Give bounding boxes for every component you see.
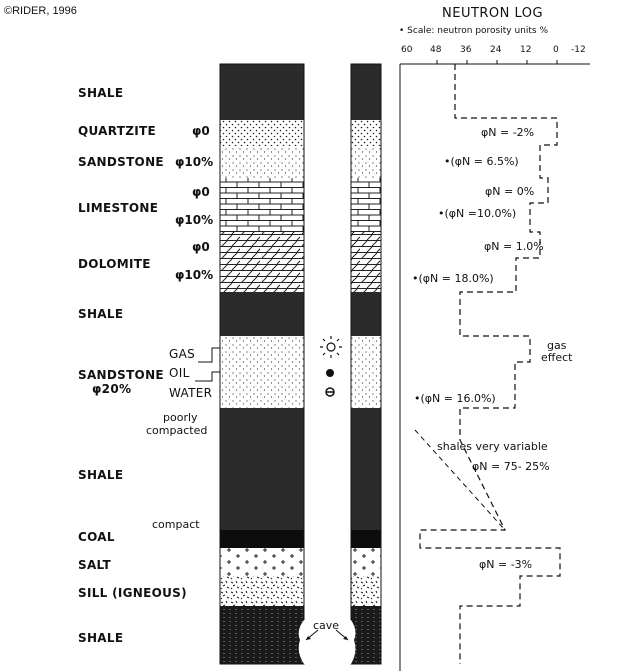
layer-coal <box>220 530 304 548</box>
log-note-limestone-b: •(φN =10.0%) <box>438 207 517 220</box>
layer-sill <box>220 576 304 606</box>
label-compact: compact <box>152 518 200 531</box>
layer-shale-top <box>220 64 304 120</box>
log-note-gas: gas <box>547 339 567 352</box>
lithology-column <box>219 63 310 665</box>
label-oil: OIL <box>169 366 190 380</box>
label-limestone: LIMESTONE <box>78 201 159 215</box>
layer-shale-bottom <box>220 606 304 664</box>
label-sandstone-reservoir: SANDSTONE <box>78 368 164 382</box>
layer-salt <box>220 548 304 576</box>
oil-contact-line <box>195 371 220 382</box>
label-sandstone-porosity: φ20% <box>92 382 132 396</box>
label-cave: cave <box>313 619 340 632</box>
log-note-shales: shales very variable <box>437 440 548 453</box>
label-sandstone: SANDSTONE <box>78 155 164 169</box>
copyright-note: ©RIDER, 1996 <box>4 5 77 17</box>
gas-contact-line <box>198 347 220 363</box>
log-note-quartzite: φN = -2% <box>481 126 535 139</box>
layer-quartzite <box>220 120 304 146</box>
scale-tick-60: 60 <box>401 45 413 55</box>
scale-tick-minus12: -12 <box>571 45 586 55</box>
log-title: NEUTRON LOG <box>442 6 544 21</box>
borehole-wall-column <box>345 63 382 665</box>
label-gas: GAS <box>169 347 196 361</box>
neutron-log-track <box>399 60 590 671</box>
label-salt: SALT <box>78 558 111 572</box>
log-note-salt: φN = -3% <box>479 558 533 571</box>
label-quartzite: QUARTZITE <box>78 124 156 138</box>
layer-dolomite <box>220 232 304 292</box>
label-compacted: compacted <box>146 424 208 437</box>
scale-tick-48: 48 <box>430 45 442 55</box>
scale-tick-0: 0 <box>553 45 559 55</box>
porosity-limestone-a: φ0 <box>192 185 210 199</box>
log-scale-note: • Scale: neutron porosity units % <box>399 26 548 36</box>
porosity-dolomite-b: φ10% <box>175 268 214 282</box>
water-symbol <box>325 387 335 397</box>
log-note-shales-range: φN = 75- 25% <box>472 460 550 473</box>
layer-sandstone-reservoir <box>220 336 304 408</box>
log-note-sandstone-water: •(φN = 16.0%) <box>414 392 496 405</box>
scale-tick-36: 36 <box>460 45 472 55</box>
label-water: WATER <box>169 386 213 400</box>
log-note-sandstone: •(φN = 6.5%) <box>444 155 519 168</box>
label-dolomite: DOLOMITE <box>78 257 151 271</box>
scale-tick-12: 12 <box>520 45 532 55</box>
label-shale-mid: SHALE <box>78 307 124 321</box>
label-sill: SILL (IGNEOUS) <box>78 586 187 600</box>
log-note-limestone-a: φN = 0% <box>485 185 535 198</box>
layer-shale-thick <box>220 408 304 530</box>
gas-symbol <box>320 336 342 358</box>
log-note-dolomite-a: φN = 1.0% <box>484 240 544 253</box>
porosity-dolomite-a: φ0 <box>192 240 210 254</box>
oil-symbol <box>326 369 334 377</box>
layer-sandstone <box>220 146 304 178</box>
porosity-limestone-b: φ10% <box>175 213 214 227</box>
label-coal: COAL <box>78 530 115 544</box>
layer-limestone <box>220 178 304 232</box>
cave-right <box>345 620 356 664</box>
log-note-gas-effect: effect <box>541 351 573 364</box>
label-poorly: poorly <box>163 411 198 424</box>
scale-tick-24: 24 <box>490 45 502 55</box>
label-shale-top: SHALE <box>78 86 124 100</box>
layer-shale-mid <box>220 292 304 336</box>
porosity-quartzite: φ0 <box>192 124 210 138</box>
log-note-dolomite-b: •(φN = 18.0%) <box>412 272 494 285</box>
porosity-sandstone: φ10% <box>175 155 214 169</box>
label-shale-bottom: SHALE <box>78 631 124 645</box>
label-shale-thick: SHALE <box>78 468 124 482</box>
cave-left <box>298 620 310 664</box>
neutron-curve <box>419 64 561 664</box>
